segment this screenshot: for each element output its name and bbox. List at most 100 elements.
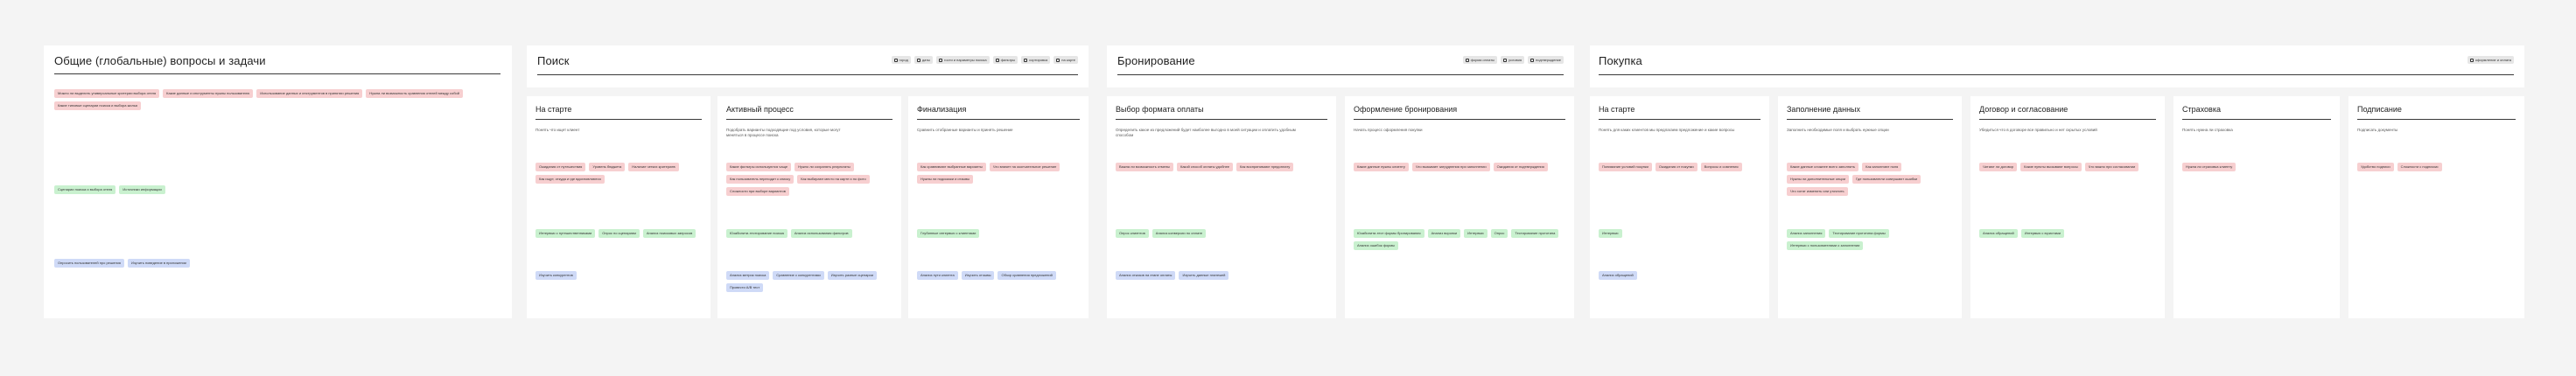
global-red-tag[interactable]: Какие данные и инструменты нужны пользов…: [163, 89, 254, 98]
booking-header: Бронирование форма оплаты условия подтве…: [1107, 45, 1574, 87]
people-icon: [939, 58, 943, 62]
green-tag[interactable]: Юзабилити-тестирование поиска: [726, 229, 788, 238]
green-tags: Юзабилити-тестирование поиска Анализ исп…: [726, 229, 892, 238]
blue-tag[interactable]: Сравнение с конкурентами: [773, 271, 824, 280]
column-rule: [1787, 119, 1953, 120]
check-icon: [1530, 58, 1535, 62]
header-tag[interactable]: на карте: [1054, 56, 1078, 64]
red-tag[interactable]: Ожидания от подтверждения: [1493, 163, 1548, 171]
red-tag[interactable]: Нужна ли страховка клиенту: [2182, 163, 2236, 171]
green-tag[interactable]: Интервью с юристами: [2020, 229, 2064, 238]
search-header-tags: город даты гости и параметры поиска филь…: [891, 56, 1078, 64]
header-tag[interactable]: фильтры: [992, 56, 1018, 64]
red-tag[interactable]: Ожидания от путешествия: [536, 163, 586, 171]
header-tag[interactable]: форма оплаты: [1462, 56, 1497, 64]
column-desc: Начать процесс оформления покупки: [1354, 128, 1423, 132]
green-tag[interactable]: Опрос клиентов: [1116, 229, 1149, 238]
red-tag[interactable]: Как пользователь переходит к списку: [726, 175, 794, 184]
red-tags: Как сравнивают выбранные варианты Что вл…: [917, 163, 1080, 184]
red-tag[interactable]: Нужно ли сохранять результаты: [794, 163, 854, 171]
column-desc: Подобрать варианты подходящие под услови…: [726, 128, 841, 137]
red-tags: Важна ли возможность отмены Какой способ…: [1116, 163, 1327, 171]
blue-tag[interactable]: Обзор сравнения предложений: [998, 271, 1056, 280]
global-red-tag[interactable]: Какие типовые сценарии поиска и выбора ж…: [54, 101, 142, 110]
header-tag[interactable]: сортировка: [1021, 56, 1051, 64]
red-tag[interactable]: Сложности при выборе вариантов: [726, 187, 789, 196]
header-tag[interactable]: условия: [1501, 56, 1525, 64]
red-tag[interactable]: Удобство подписи: [2357, 163, 2394, 171]
green-tag[interactable]: Интервью: [1464, 229, 1488, 238]
red-tag[interactable]: Как сравнивают выбранные варианты: [917, 163, 986, 171]
green-tags: Глубинные интервью с клиентами: [917, 229, 1080, 238]
red-tag[interactable]: Нужны ли дополнительные опции: [1787, 175, 1849, 184]
red-tag[interactable]: Уровень бюджета: [589, 163, 626, 171]
red-tag[interactable]: Где пользователи совершают ошибки: [1852, 175, 1922, 184]
green-tag[interactable]: Тестирование прототипа: [1511, 229, 1559, 238]
green-tag[interactable]: Интервью с путешественниками: [536, 229, 596, 238]
green-tag[interactable]: Анализ конверсии по оплате: [1152, 229, 1207, 238]
red-tag[interactable]: Какой способ оплаты удобнее: [1176, 163, 1234, 171]
red-tag[interactable]: Какие пункты вызывают вопросы: [2020, 163, 2082, 171]
global-blue-tag[interactable]: Опросить пользователей про решения: [54, 259, 124, 268]
blue-tag[interactable]: Анализ отказов на этапе оплаты: [1116, 271, 1176, 280]
red-tag[interactable]: Что хотят изменить или уточнить: [1787, 187, 1848, 196]
search-col-start: На старте Понять что ищет клиент Ожидани…: [527, 96, 710, 318]
blue-tag[interactable]: Изучить разные сценарии: [827, 271, 877, 280]
blue-tag[interactable]: Провести A/B тест: [726, 283, 764, 292]
red-tag[interactable]: Какие данные сложнее всего заполнить: [1787, 163, 1859, 171]
red-tag[interactable]: Важна ли возможность отмены: [1116, 163, 1173, 171]
red-tag[interactable]: Что важно при согласовании: [2084, 163, 2139, 171]
booking-header-tags: форма оплаты условия подтверждение: [1462, 56, 1564, 64]
red-tag[interactable]: Ожидания от покупки: [1655, 163, 1698, 171]
header-tag[interactable]: подтверждение: [1528, 56, 1564, 64]
global-red-tag[interactable]: Нужна ли возможность сравнения отелей ме…: [366, 89, 463, 98]
green-tag[interactable]: Интервью: [1599, 229, 1622, 238]
column-title: Оформление бронирования: [1354, 105, 1458, 114]
green-tag[interactable]: Опрос по сценариям: [598, 229, 640, 238]
green-tag[interactable]: Тестирование прототипа формы: [1829, 229, 1889, 238]
global-red-tag[interactable]: Использование данных и инструментов в пр…: [256, 89, 363, 98]
global-green-tag[interactable]: Сценарии поиска и выбора отеля: [54, 185, 116, 194]
red-tag[interactable]: Нужны ли подсказки и отзывы: [917, 175, 974, 184]
global-green-tags: Сценарии поиска и выбора отеля Источники…: [54, 185, 500, 194]
green-tag[interactable]: Опрос: [1490, 229, 1508, 238]
red-tag[interactable]: Читают ли договор: [1979, 163, 2018, 171]
blue-tag[interactable]: Анализ обращений: [1599, 271, 1637, 280]
blue-tag[interactable]: Анализ метрик поиска: [726, 271, 770, 280]
red-tag[interactable]: Вопросы и сомнения: [1700, 163, 1742, 171]
red-tag[interactable]: Как воспринимают предоплату: [1236, 163, 1294, 171]
green-tag[interactable]: Интервью с пользователями о заполнении: [1787, 241, 1864, 250]
red-tag[interactable]: Сложности с подписью: [2397, 163, 2442, 171]
green-tag[interactable]: Анализ воронки: [1427, 229, 1461, 238]
blue-tag[interactable]: Изучить отзывы: [961, 271, 995, 280]
red-tag[interactable]: Что вызывает затруднения при заполнении: [1411, 163, 1490, 171]
global-red-tag[interactable]: Можно ли выделить универсальные критерии…: [54, 89, 160, 98]
red-tag[interactable]: Как ищут, откуда и где вдохновляются: [536, 175, 605, 184]
red-tag[interactable]: Какие фильтры используются чаще: [726, 163, 792, 171]
green-tag[interactable]: Анализ заполнения: [1787, 229, 1826, 238]
red-tag[interactable]: Наличие четких критериев: [628, 163, 679, 171]
red-tag[interactable]: Какие данные нужны клиенту: [1354, 163, 1409, 171]
header-tag-label: сортировка: [1029, 58, 1048, 62]
green-tag[interactable]: Юзабилити-тест формы бронирования: [1354, 229, 1424, 238]
header-tag[interactable]: оформление и оплата: [2467, 56, 2514, 64]
red-tag[interactable]: Как выбирают место на карте и по фото: [797, 175, 870, 184]
header-tag[interactable]: город: [891, 56, 911, 64]
red-tag[interactable]: Что влияет на окончательное решение: [989, 163, 1060, 171]
column-title: Заполнение данных: [1787, 105, 1861, 114]
global-green-tag[interactable]: Источники информации: [119, 185, 165, 194]
red-tag[interactable]: Как заполняют поля: [1862, 163, 1902, 171]
red-tag[interactable]: Понимание условий покупки: [1599, 163, 1652, 171]
blue-tag[interactable]: Анализ пути клиента: [917, 271, 958, 280]
header-tag[interactable]: гости и параметры поиска: [936, 56, 990, 64]
global-blue-tag[interactable]: Изучить поведение в приложении: [127, 259, 190, 268]
header-tag[interactable]: даты: [914, 56, 934, 64]
green-tag[interactable]: Глубинные интервью с клиентами: [917, 229, 980, 238]
purchase-col-contract: Договор и согласование Убедиться что в д…: [1970, 96, 2165, 318]
green-tag[interactable]: Анализ обращений: [1979, 229, 2018, 238]
blue-tag[interactable]: Изучить данные платежей: [1179, 271, 1229, 280]
green-tag[interactable]: Анализ поисковых запросов: [642, 229, 696, 238]
green-tag[interactable]: Анализ использования фильтров: [790, 229, 852, 238]
blue-tag[interactable]: Изучить конкурентов: [536, 271, 577, 280]
green-tag[interactable]: Анализ ошибок формы: [1354, 241, 1399, 250]
